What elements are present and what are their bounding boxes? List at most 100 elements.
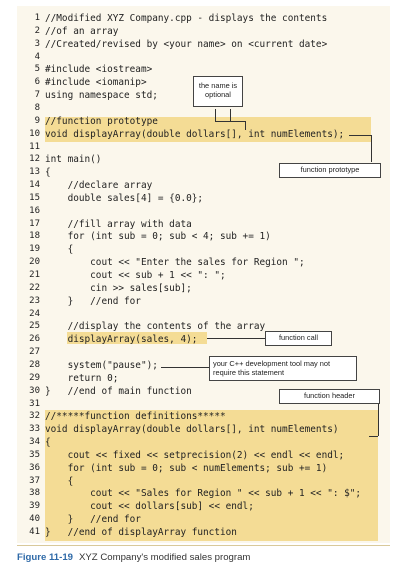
line-number: 13 (29, 167, 40, 178)
callout-function-prototype: function prototype (279, 163, 381, 178)
code-line: cin >> sales[sub]; (45, 282, 192, 294)
line-number: 35 (29, 449, 40, 460)
line-number: 3 (34, 38, 40, 49)
code-line: system("pause"); (45, 359, 158, 371)
code-line: cout << dollars[sub] << endl; (45, 501, 254, 513)
line-number: 36 (29, 462, 40, 473)
name-callout-connector-left (215, 109, 216, 121)
prototype-connector-v (371, 135, 372, 162)
callout-function-prototype-text: function prototype (300, 165, 360, 174)
code-line: { (45, 244, 74, 256)
code-line: cout << "Sales for Region " << sub + 1 <… (45, 488, 362, 500)
highlight-definition (45, 410, 378, 541)
line-number: 18 (29, 231, 40, 242)
callout-function-call: function call (265, 331, 332, 346)
line-number: 40 (29, 514, 40, 525)
line-number: 39 (29, 501, 40, 512)
code-line: } //end for (45, 514, 141, 526)
line-number: 8 (34, 103, 40, 113)
line-number: 7 (34, 90, 40, 101)
line-number: 22 (29, 282, 40, 293)
code-line: { (45, 437, 51, 449)
code-line: void displayArray(double dollars[], int … (45, 128, 345, 140)
code-line: return 0; (45, 372, 119, 384)
line-number: 34 (29, 437, 40, 448)
header-connector-v (378, 404, 379, 436)
code-line: for (int sub = 0; sub < 4; sub += 1) (45, 231, 271, 243)
code-line: #include <iostream> (45, 64, 153, 76)
name-callout-connector-right (245, 121, 246, 130)
code-line: #include <iomanip> (45, 77, 147, 89)
code-line: //of an array (45, 25, 119, 37)
line-number: 23 (29, 295, 40, 306)
code-line: //function prototype (45, 115, 158, 127)
code-line: double sales[4] = {0.0}; (45, 192, 204, 204)
figure-caption-text: XYZ Company's modified sales program (79, 552, 251, 563)
line-number: 19 (29, 244, 40, 255)
line-number: 20 (29, 257, 40, 268)
call-connector (207, 338, 265, 339)
callout-function-header-text: function header (304, 391, 355, 400)
line-number: 26 (29, 334, 40, 345)
line-number: 9 (34, 115, 40, 126)
line-number: 4 (34, 51, 40, 62)
line-number: 37 (29, 475, 40, 486)
line-number: 6 (34, 77, 40, 88)
line-number: 10 (29, 128, 40, 139)
code-line: //Created/revised by <your name> on <cur… (45, 38, 328, 50)
line-number: 1 (34, 13, 40, 23)
figure-caption-label: Figure 11-19 (17, 552, 73, 563)
callout-dev-tool-note-text: your C++ development tool may not requir… (213, 359, 331, 377)
caption-divider (17, 545, 390, 546)
line-number: 38 (29, 488, 40, 499)
code-line: } //end for (45, 295, 141, 307)
callout-name-optional-text: the name is optional (198, 81, 238, 99)
code-line: for (int sub = 0; sub < numElements; sub… (45, 462, 328, 474)
header-connector-h (369, 436, 378, 437)
line-number: 5 (34, 64, 40, 75)
line-number: 28 (29, 359, 40, 370)
line-number: 11 (29, 141, 40, 152)
line-number: 30 (29, 385, 40, 396)
code-line: void displayArray(double dollars[], int … (45, 424, 339, 436)
code-line: //declare array (45, 180, 153, 191)
line-number: 21 (29, 270, 40, 280)
code-line: //fill array with data (45, 218, 192, 230)
note-connector (161, 367, 209, 368)
line-number: 29 (29, 372, 40, 383)
code-line: int main() (45, 154, 102, 166)
figure-caption: Figure 11-19 XYZ Company's modified sales… (17, 552, 250, 563)
line-number: 25 (29, 321, 40, 332)
name-callout-connector-stem (230, 109, 231, 121)
line-number: 41 (29, 527, 40, 537)
line-number: 27 (29, 347, 40, 358)
code-line: cout << "Enter the sales for Region "; (45, 257, 305, 269)
line-number: 24 (29, 308, 40, 319)
name-callout-connector-bar (215, 121, 245, 122)
highlight-prototype (45, 117, 371, 142)
code-line: using namespace std; (45, 90, 158, 102)
line-number: 15 (29, 192, 40, 203)
code-line: //*****function definitions***** (45, 411, 226, 423)
line-number: 31 (29, 398, 40, 409)
callout-function-call-text: function call (278, 333, 319, 342)
code-line: //Modified XYZ Company.cpp - displays th… (45, 13, 328, 24)
line-number: 2 (34, 25, 40, 36)
code-line: } //end of displayArray function (45, 527, 237, 538)
code-line: displayArray(sales, 4); (45, 334, 198, 346)
line-number: 32 (29, 411, 40, 422)
code-line: //display the contents of the array (45, 321, 266, 333)
code-line: { (45, 167, 51, 179)
code-line: { (45, 475, 74, 487)
code-line: } //end of main function (45, 385, 192, 397)
line-number: 33 (29, 424, 40, 435)
code-line: cout << fixed << setprecision(2) << endl… (45, 449, 345, 461)
callout-function-header: function header (279, 389, 380, 404)
line-number: 17 (29, 218, 40, 229)
code-line: cout << sub + 1 << ": "; (45, 270, 226, 281)
prototype-connector-h (349, 135, 371, 136)
highlight-call (67, 332, 207, 344)
line-number: 14 (29, 180, 40, 190)
line-number: 12 (29, 154, 40, 165)
